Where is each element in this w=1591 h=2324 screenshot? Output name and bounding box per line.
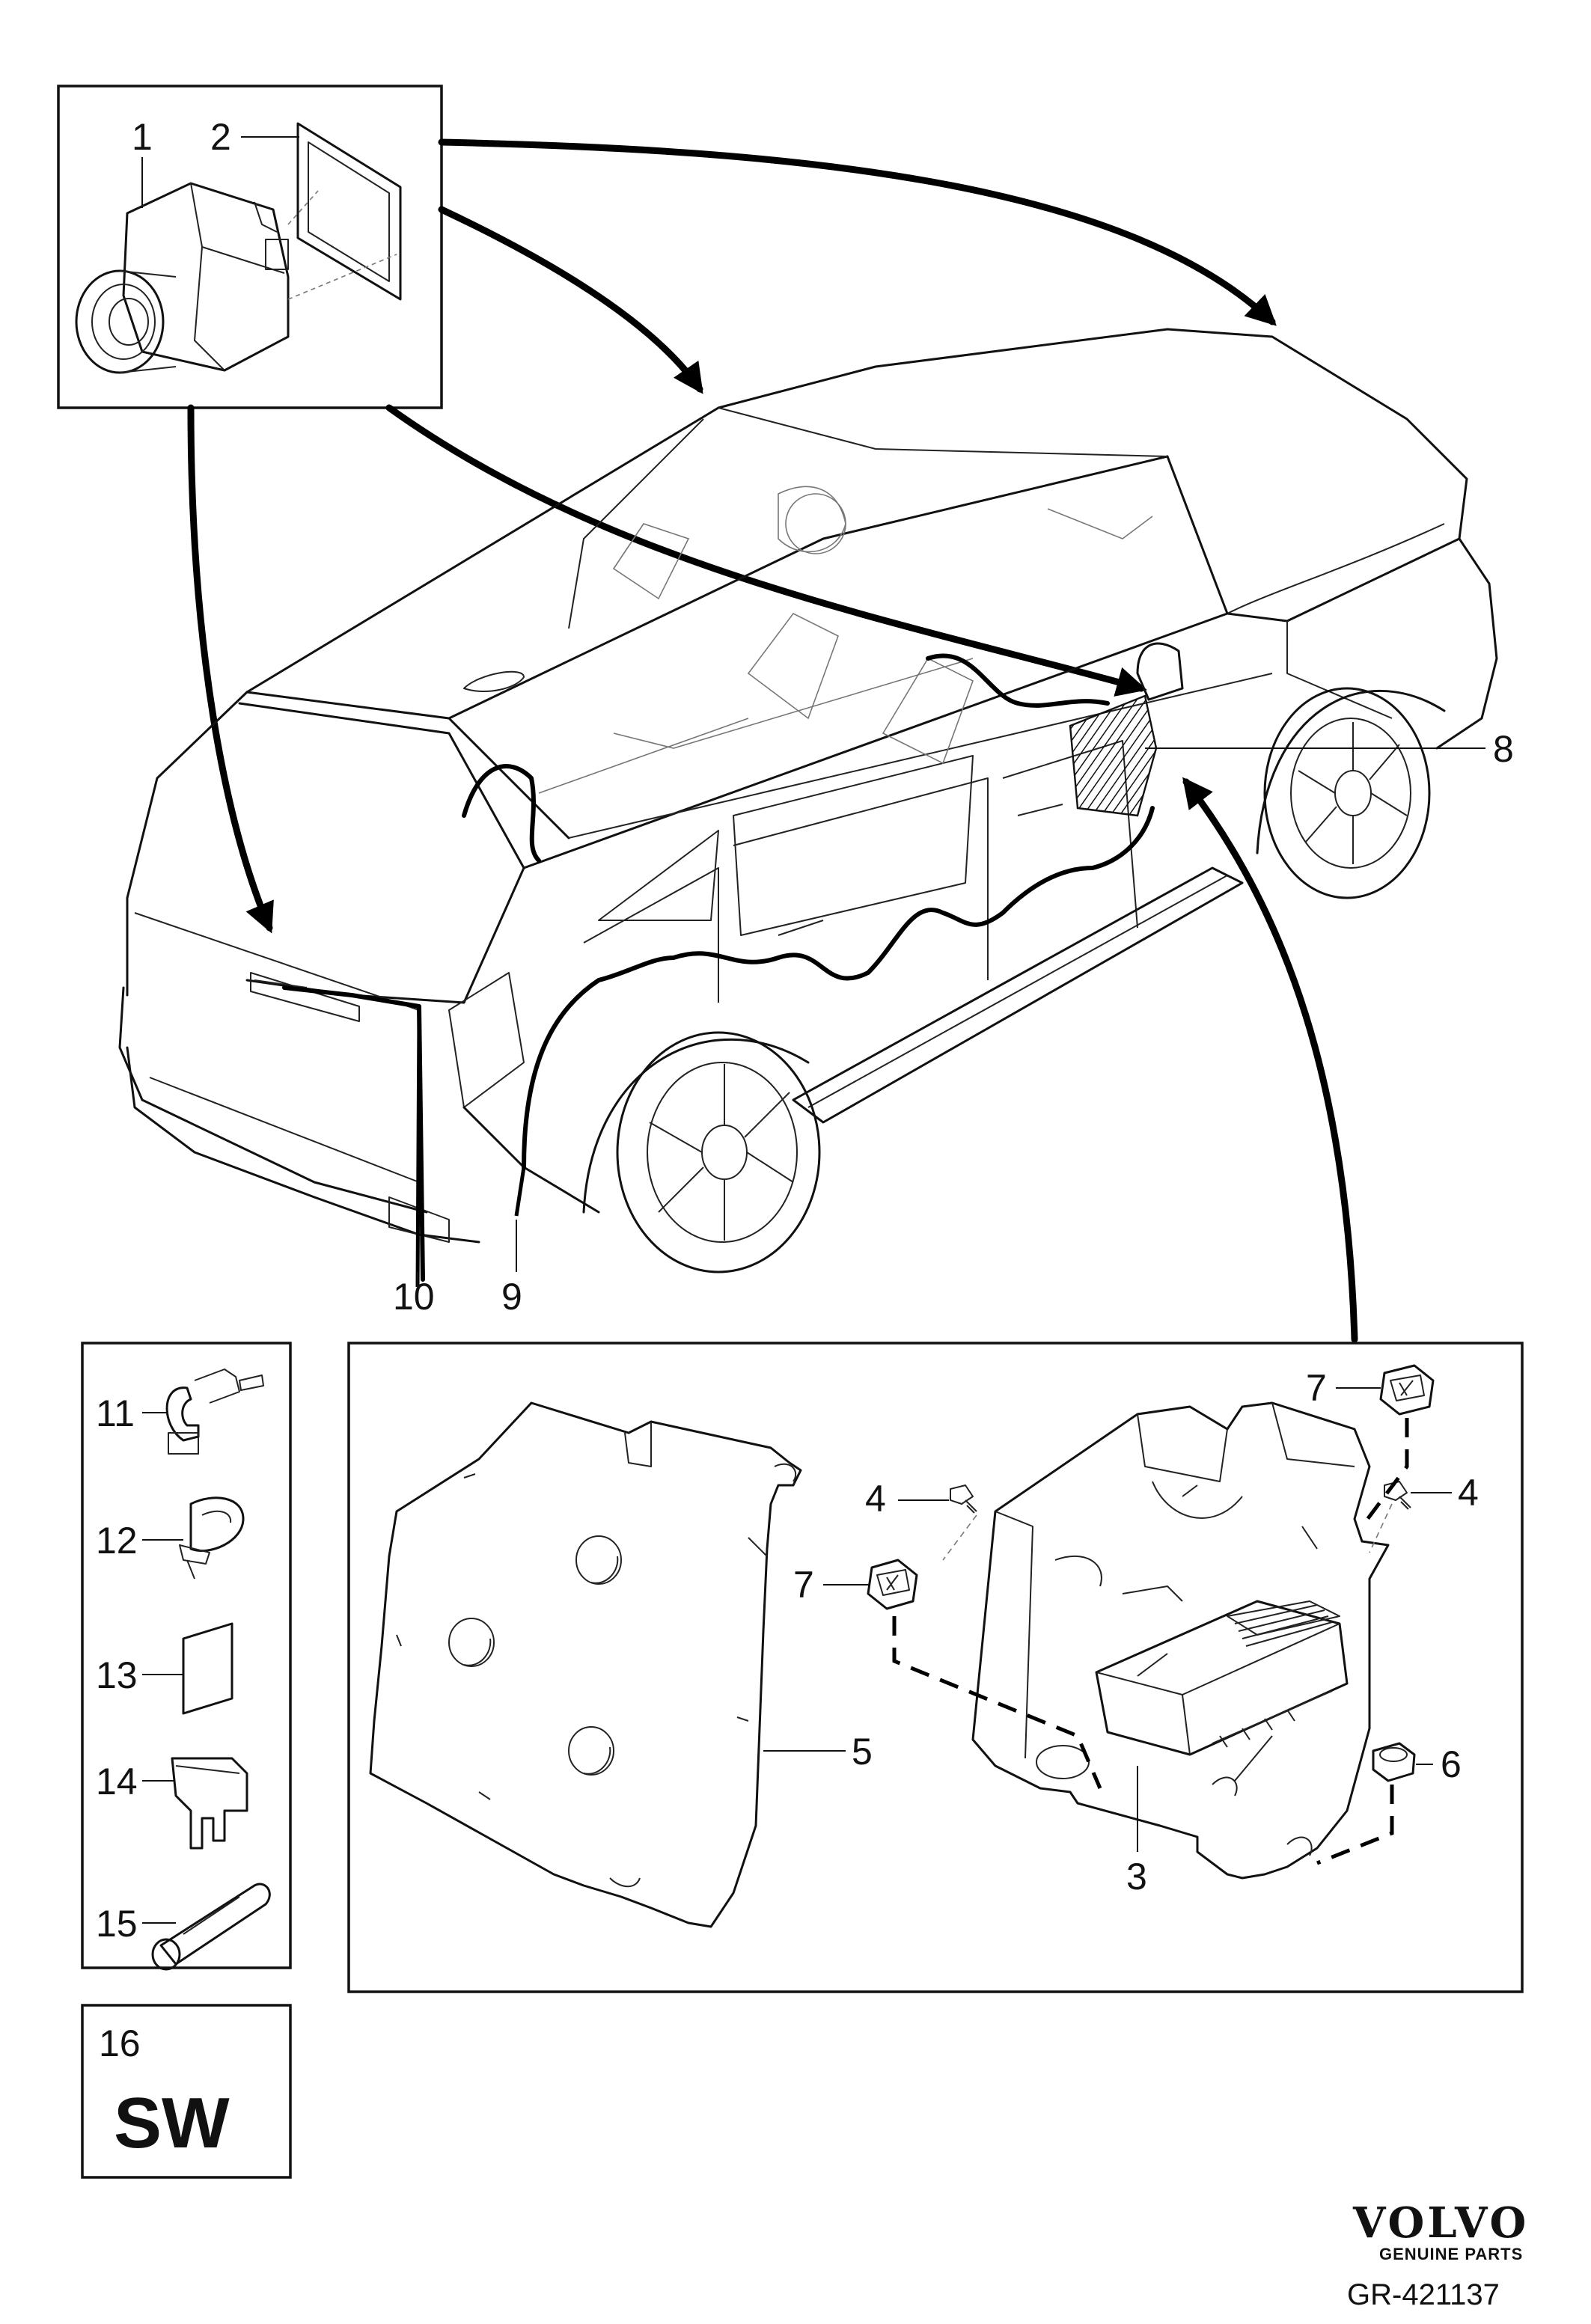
screw-part-left — [950, 1484, 977, 1514]
brand-subtitle: GENUINE PARTS — [1379, 2245, 1523, 2263]
software-label: SW — [114, 2083, 230, 2163]
clip-nut-part-left — [867, 1559, 918, 1610]
blade-fuse-part — [171, 1757, 248, 1850]
callout-7-left: 7 — [793, 1564, 814, 1606]
control-module-part — [1095, 1600, 1349, 1756]
cartridge-fuse-part — [151, 1883, 271, 1971]
callout-10: 10 — [393, 1276, 435, 1318]
callout-6: 6 — [1441, 1743, 1462, 1785]
callout-12: 12 — [96, 1520, 138, 1562]
clip-nut-part-right — [1379, 1364, 1435, 1416]
callout-2: 2 — [210, 116, 231, 158]
callout-15: 15 — [96, 1903, 138, 1945]
flange-nut-part — [1372, 1742, 1416, 1782]
callout-9: 9 — [501, 1276, 522, 1318]
module-detail-box: 5 3 — [347, 1342, 1524, 1993]
small-parts-box: 11 12 13 14 15 — [81, 1342, 292, 1971]
callout-13: 13 — [96, 1654, 138, 1696]
camera-part — [75, 182, 397, 374]
assembly-path-right — [1361, 1418, 1409, 1528]
callout-14: 14 — [96, 1761, 138, 1802]
brand-block: VOLVO GENUINE PARTS GR-421137 — [1347, 2198, 1529, 2311]
assembly-path-left — [892, 1616, 1102, 1789]
callout-4-left: 4 — [865, 1478, 886, 1520]
vehicle-illustration: 8 9 10 — [118, 328, 1514, 1318]
cover-panel-part — [369, 1401, 802, 1928]
callout-16: 16 — [99, 2022, 141, 2064]
software-box: 16 SW — [81, 2004, 292, 2179]
clip-with-screw-part — [165, 1369, 264, 1455]
callout-7-right: 7 — [1306, 1367, 1327, 1409]
callout-11: 11 — [96, 1392, 135, 1434]
drawing-reference: GR-421137 — [1347, 2278, 1500, 2311]
location-arrows — [187, 138, 1358, 1343]
callout-5: 5 — [852, 1731, 873, 1773]
brand-logo: VOLVO — [1352, 2198, 1529, 2248]
callout-3: 3 — [1126, 1856, 1147, 1898]
module-bracket-part — [971, 1401, 1390, 1880]
callout-8: 8 — [1493, 728, 1514, 770]
callout-4-right: 4 — [1458, 1472, 1479, 1514]
adhesive-pad-part — [182, 1622, 233, 1715]
assembly-path-nut — [1316, 1785, 1394, 1865]
callout-1: 1 — [132, 116, 153, 158]
cable-clip-part — [179, 1496, 245, 1580]
gasket-part — [296, 122, 402, 301]
camera-detail-box: 1 2 — [57, 85, 443, 409]
